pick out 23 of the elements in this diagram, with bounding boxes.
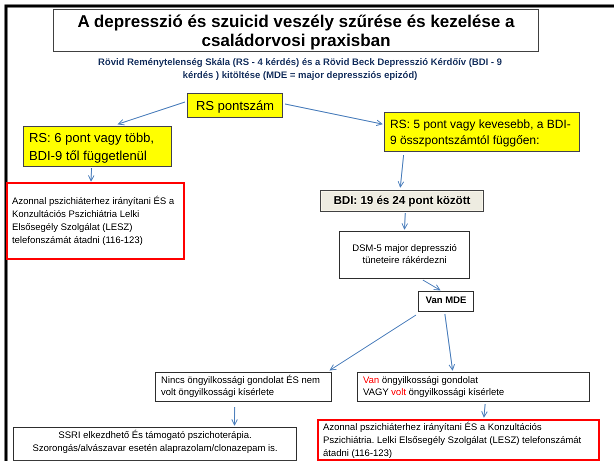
arrow (398, 154, 404, 188)
alert-box: Azonnal pszichiáterhez irányítani ÉS a Konzultációs Pszichiátria. Lelki Elsősegély Szolgálat (LESZ) telefonszámát átadni (116-123) (317, 419, 600, 461)
arrow (402, 212, 408, 230)
score-box: BDI: 19 és 24 pont között (320, 190, 484, 212)
process-box: SSRI elkezdhető És támogató pszichoterápia. Szorongás/alvászavar esetén alaprazolam/clonazepam is. (13, 427, 297, 461)
arrow (284, 104, 382, 126)
arrow (330, 314, 416, 370)
arrow (88, 168, 94, 182)
subtitle-note: Rövid Reménytelenség Skála (RS - 4 kérdés) és a Rövid Beck Depresszió Kérdőív (BDI - 9 kérdés ) kitöltése (MDE = major depressziós epizód) (97, 56, 503, 82)
arrow (444, 314, 455, 370)
arrow (481, 404, 488, 418)
arrow (231, 406, 238, 426)
decision-box: RS pontszám (187, 93, 283, 118)
title: A depresszió és szuicid veszély szűrése és kezelése a családorvosi praxisban (53, 9, 539, 52)
arrow (118, 102, 186, 126)
process-box: DSM-5 major depresszió tüneteire rákérdezni (339, 231, 470, 279)
process-box: Van MDE (418, 291, 474, 312)
process-box: Nincs öngyilkossági gondolat ÉS nem volt öngyilkossági kísérlete (155, 372, 332, 402)
process-box: Van öngyilkossági gondolat VAGY volt öngyilkossági kísérlete (357, 372, 590, 402)
decision-box: RS: 6 pont vagy több, BDI-9 től függetlenül (23, 126, 172, 167)
decision-box: RS: 5 pont vagy kevesebb, a BDI-9 összpontszámtól függően: (384, 112, 580, 152)
arrow (422, 280, 440, 290)
alert-box: Azonnal pszichiáterhez irányítani ÉS a Konzultációs Pszichiátria Lelki Elsősegély Szolgálat (LESZ) telefonszámát átadni (116-123) (6, 182, 185, 260)
